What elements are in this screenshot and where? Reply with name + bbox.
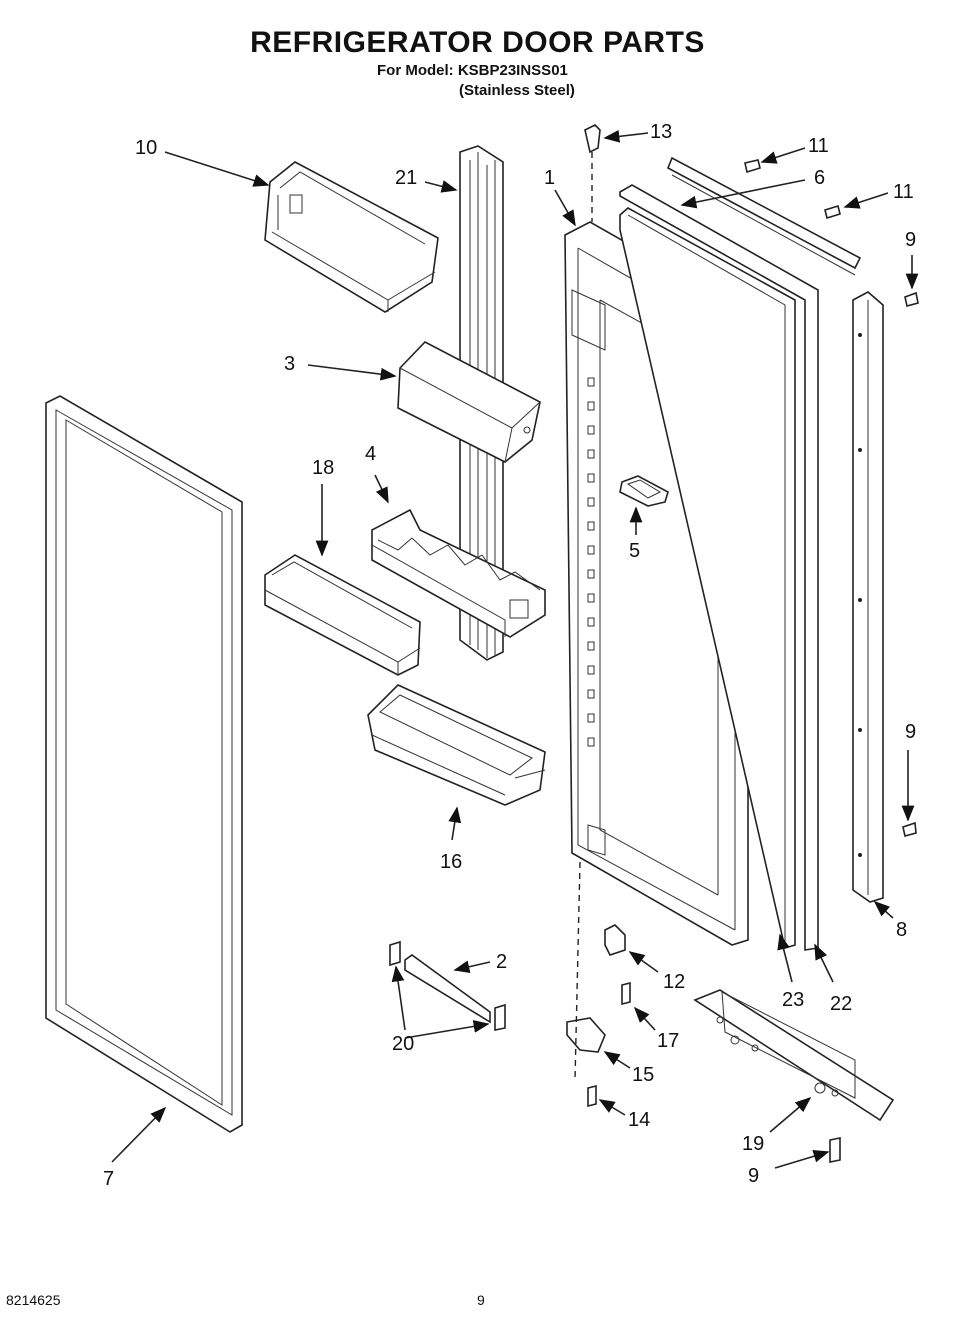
part-18-small-bin [264,554,421,676]
callout-1: 1 [544,167,555,189]
finish-line: (Stainless Steel) [459,82,575,99]
part-3-dairy-cover [397,341,541,463]
callout-13: 13 [650,121,672,143]
callout-18: 18 [312,457,334,479]
callout-9-mid: 9 [905,721,916,743]
part-10-bin [264,161,439,313]
callout-2: 2 [496,951,507,973]
callout-21: 21 [395,167,417,189]
callout-8: 8 [896,919,907,941]
callout-22: 22 [830,993,852,1015]
page-number: 9 [477,1292,485,1308]
part-2-strip [404,954,491,1024]
part-23-gasket [619,207,796,950]
part-19-bottom-trim [693,989,895,1122]
part-8-side-trim [852,291,884,903]
part-7-door-gasket [45,395,243,1133]
diagram-title: REFRIGERATOR DOOR PARTS [250,26,705,59]
callout-4: 4 [365,443,376,465]
part-4-holder [371,508,546,638]
callout-23: 23 [782,989,804,1011]
part-6-top-trim [666,156,862,276]
part-20-end-caps [389,940,506,1031]
part-12-hinge-pin [604,924,626,956]
callout-9-bottom: 9 [748,1165,759,1187]
part-15-hinge [566,1017,606,1053]
callout-11: 11 [808,135,829,157]
callout-11b: 11 [893,181,914,203]
part-16-large-bin [367,684,546,806]
callout-12: 12 [663,971,685,993]
model-line: For Model: KSBP23INSS01 [377,62,568,79]
callout-16: 16 [440,851,462,873]
leader-arrows [111,129,919,1169]
callout-7: 7 [103,1168,114,1190]
callout-20: 20 [392,1033,414,1055]
callout-17: 17 [657,1030,679,1052]
part-5-recess [619,475,669,507]
callout-15: 15 [632,1064,654,1086]
callout-9-top: 9 [905,229,916,251]
screws [587,159,919,1163]
callout-3: 3 [284,353,295,375]
callout-10: 10 [135,137,157,159]
callout-5: 5 [629,540,640,562]
doc-number: 8214625 [6,1292,61,1308]
part-22-gasket [619,184,819,951]
callout-19: 19 [742,1133,764,1155]
callout-14: 14 [628,1109,650,1131]
callout-labels: 10 21 1 13 11 6 11 9 3 18 4 5 7 16 2 20 … [103,121,916,1190]
hinge-axis-line [574,152,593,1081]
callout-6: 6 [814,167,825,189]
part-13-cap [584,124,601,154]
